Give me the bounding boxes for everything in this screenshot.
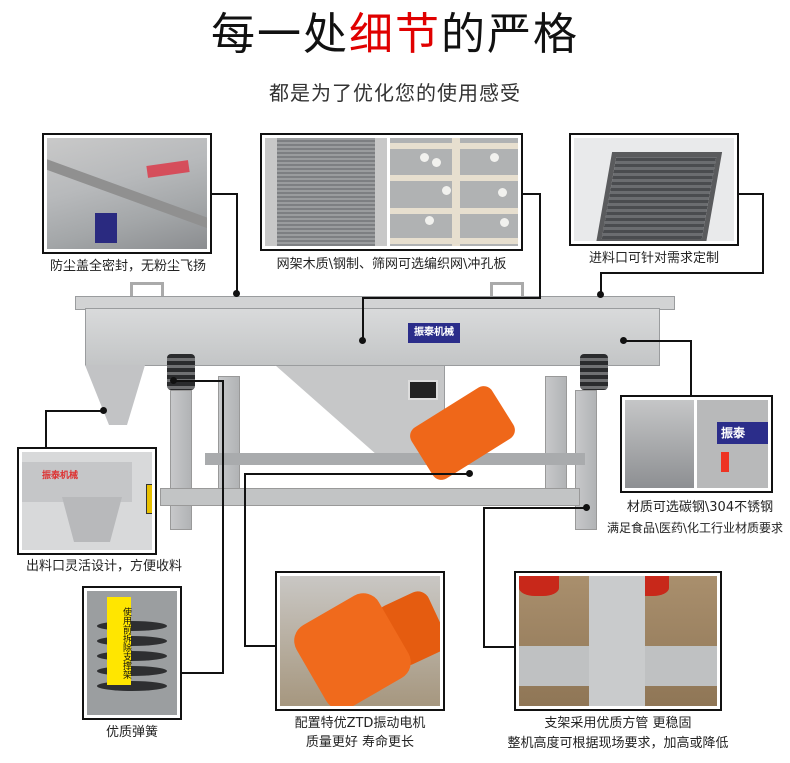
caption-material-line2: 满足食品\医药\化工行业材质要求 — [606, 521, 784, 535]
pointer-dot — [583, 504, 590, 511]
leader-line — [181, 672, 224, 674]
callout-photo-support — [514, 571, 722, 711]
caption-material-line1: 材质可选碳钢\304不锈钢 — [626, 500, 774, 515]
caption-screen-frame: 网架木质\钢制、筛网可选编织网\冲孔板 — [276, 257, 507, 272]
callout-photo-motor — [275, 571, 445, 711]
brand-badge: 振泰机械 — [408, 323, 460, 343]
caption-motor-line1: 配置特优ZTD振动电机 — [294, 716, 426, 731]
leader-line — [539, 193, 541, 298]
callout-photo-screen-frame — [260, 133, 523, 251]
leader-line — [45, 410, 47, 448]
title-part1: 每一处 — [211, 9, 349, 60]
callout-photo-spring: 使用前拆除支撑架 — [82, 586, 182, 720]
pointer-dot — [466, 470, 473, 477]
leader-line — [600, 272, 602, 294]
leader-line — [600, 272, 764, 274]
caption-dust-cover: 防尘盖全密封，无粉尘飞扬 — [49, 259, 206, 274]
caption-support-line1: 支架采用优质方管 更稳固 — [544, 716, 692, 731]
spring-left — [167, 354, 195, 390]
base-frame — [160, 488, 580, 506]
leader-line — [690, 340, 692, 396]
photo-brand-text: 振泰机械 — [42, 471, 79, 481]
caption-support-line2: 整机高度可根据现场要求，加高或降低 — [507, 736, 729, 751]
leg — [170, 390, 192, 530]
pointer-dot — [100, 407, 107, 414]
leader-line — [46, 410, 103, 412]
leader-line — [363, 297, 541, 299]
leader-line — [245, 473, 467, 475]
leg — [545, 376, 567, 501]
pointer-dot — [359, 337, 366, 344]
discharge-hopper — [85, 365, 145, 425]
callout-photo-material: 振泰 — [620, 395, 773, 493]
leader-line — [236, 193, 238, 293]
caption-spring: 优质弹簧 — [105, 725, 158, 740]
caption-feed-inlet: 进料口可针对需求定制 — [588, 251, 719, 266]
leader-line — [483, 507, 485, 647]
spring-right — [580, 354, 608, 390]
caption-discharge: 出料口灵活设计，方便收料 — [25, 559, 182, 574]
leader-line — [523, 193, 540, 195]
leader-line — [362, 297, 364, 340]
page-title: 每一处细节的严格 — [0, 8, 790, 62]
leader-line — [212, 193, 237, 195]
leader-line — [222, 380, 224, 673]
leader-line — [244, 473, 246, 646]
leader-line — [483, 646, 516, 648]
leader-line — [173, 380, 223, 382]
callout-photo-feed-inlet — [569, 133, 739, 246]
callout-photo-dust-cover — [42, 133, 212, 254]
callout-photo-discharge: 振泰机械 — [17, 447, 157, 555]
caption-motor-line2: 质量更好 寿命更长 — [305, 735, 415, 750]
leader-line — [739, 193, 763, 195]
leader-line — [762, 193, 764, 273]
leader-line — [244, 645, 277, 647]
leader-line — [623, 340, 691, 342]
base-frame-top — [205, 453, 585, 465]
leader-line — [484, 507, 584, 509]
warning-tag: 使用前拆除支撑架 — [107, 597, 131, 685]
page-subtitle: 都是为了优化您的使用感受 — [269, 81, 521, 105]
nameplate — [408, 380, 438, 400]
lid-handle — [130, 282, 164, 296]
lid-handle — [490, 282, 524, 296]
photo-brand-badge: 振泰 — [717, 422, 768, 444]
title-highlight: 细节 — [349, 9, 441, 60]
pointer-dot — [597, 291, 604, 298]
pointer-dot — [233, 290, 240, 297]
linear-vibrating-screen-image: 振泰机械 — [75, 282, 675, 533]
title-part2: 的严格 — [441, 9, 579, 60]
